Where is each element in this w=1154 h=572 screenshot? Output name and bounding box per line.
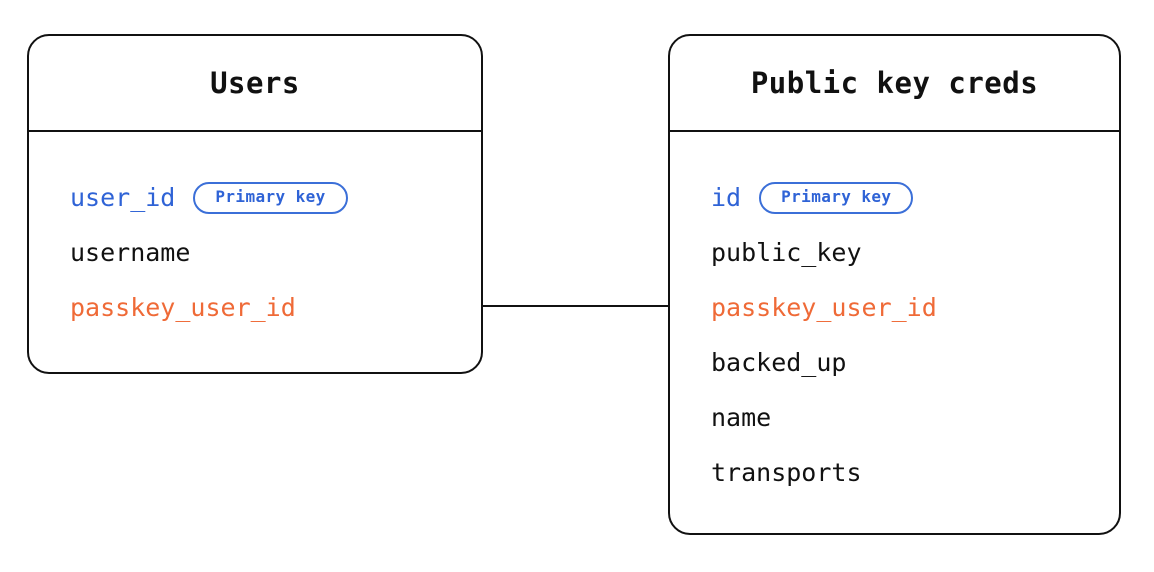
- entity-users-field-list: user_id Primary key username passkey_use…: [29, 130, 481, 335]
- field-name-name: name: [711, 403, 772, 432]
- field-name-transports: transports: [711, 458, 862, 487]
- entity-users[interactable]: Users user_id Primary key username passk…: [26, 34, 484, 374]
- entity-users-header-divider: [26, 130, 484, 132]
- primary-key-badge: Primary key: [759, 181, 914, 214]
- entity-public-key-creds-field-list: id Primary key public_key passkey_user_i…: [670, 130, 1119, 500]
- primary-key-badge: Primary key: [193, 181, 348, 214]
- entity-public-key-creds-title: Public key creds: [750, 66, 1039, 100]
- field-name-backed-up: backed_up: [711, 348, 847, 377]
- field-row[interactable]: username: [29, 225, 481, 280]
- entity-public-key-creds-header-divider: [667, 130, 1122, 132]
- field-row[interactable]: public_key: [670, 225, 1119, 280]
- field-name-user-id: user_id: [70, 183, 176, 212]
- entity-public-key-creds[interactable]: Public key creds id Primary key public_k…: [667, 34, 1122, 535]
- field-name-passkey-user-id: passkey_user_id: [70, 293, 296, 322]
- field-name-passkey-user-id: passkey_user_id: [711, 293, 937, 322]
- field-row[interactable]: transports: [670, 445, 1119, 500]
- entity-users-title: Users: [210, 66, 300, 100]
- field-row[interactable]: passkey_user_id: [29, 280, 481, 335]
- field-row[interactable]: backed_up: [670, 335, 1119, 390]
- field-row[interactable]: passkey_user_id: [670, 280, 1119, 335]
- field-row[interactable]: id Primary key: [670, 170, 1119, 225]
- field-row[interactable]: user_id Primary key: [29, 170, 481, 225]
- field-name-id: id: [711, 183, 742, 212]
- field-name-username: username: [70, 238, 191, 267]
- field-name-public-key: public_key: [711, 238, 862, 267]
- field-row[interactable]: name: [670, 390, 1119, 445]
- relationship-connector: [483, 305, 669, 307]
